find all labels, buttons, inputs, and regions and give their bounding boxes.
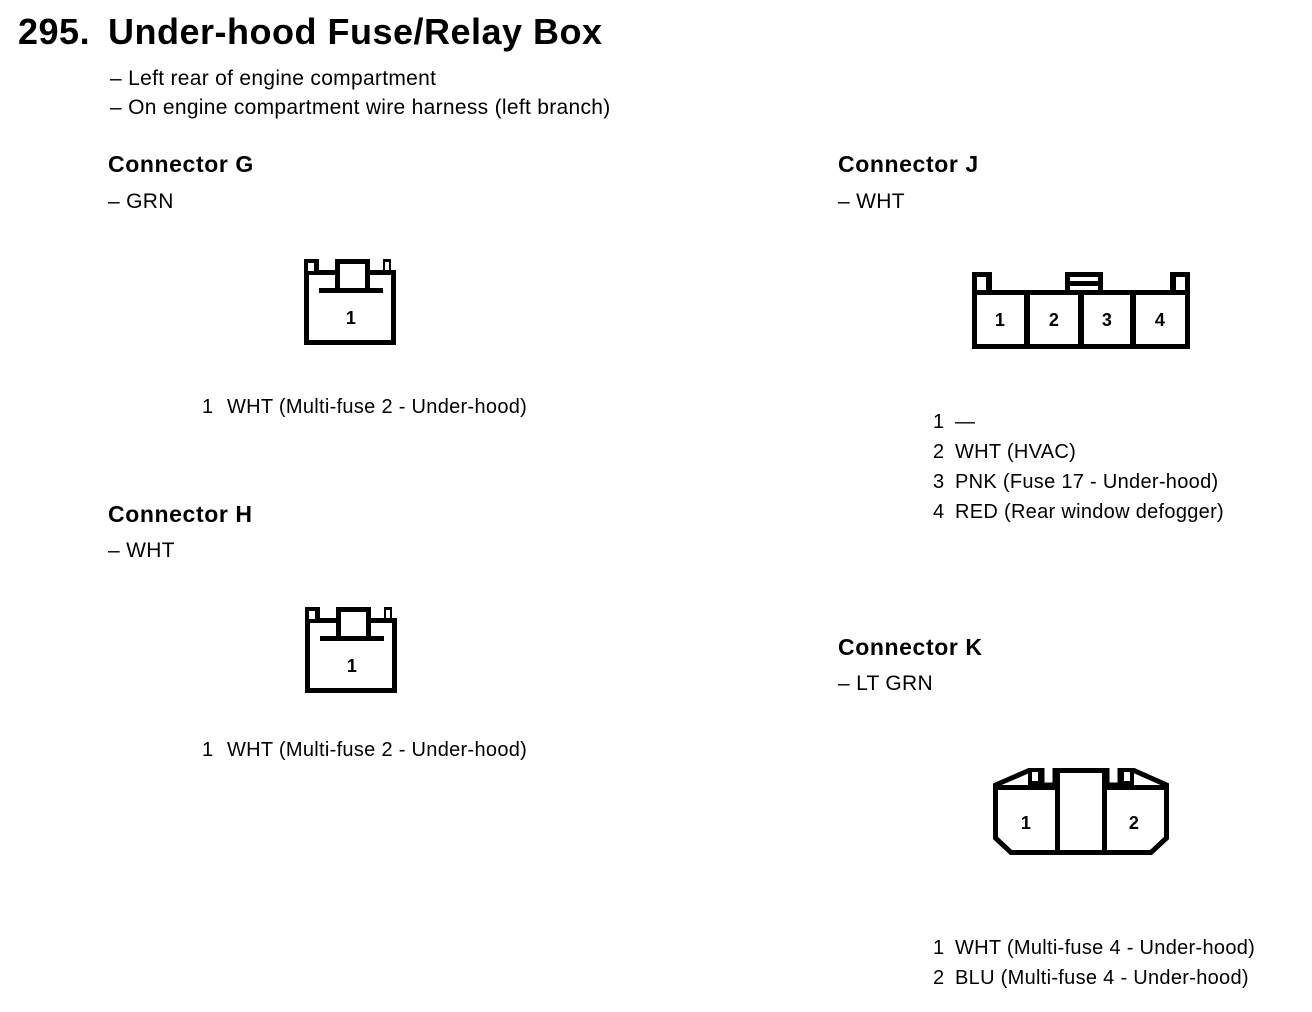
pin-number: 2 — [933, 441, 945, 463]
connector-k-cell-1: 1 — [1021, 813, 1031, 833]
connector-j-pin-row-4: 4 RED (Rear window defogger) — [933, 497, 1224, 527]
pin-desc: — — [955, 411, 976, 433]
pin-number: 1 — [933, 937, 945, 959]
location-note-2: – On engine compartment wire harness (le… — [110, 96, 611, 119]
pin-number: 1 — [202, 396, 214, 418]
pin-desc: BLU (Multi-fuse 4 - Under-hood) — [955, 967, 1249, 989]
pin-desc: RED (Rear window defogger) — [955, 501, 1225, 523]
connector-j-cell-2: 2 — [1049, 310, 1059, 330]
connector-j-heading: Connector J — [838, 151, 979, 177]
pin-number: 2 — [933, 967, 945, 989]
connector-k-pin-row-1: 1 WHT (Multi-fuse 4 - Under-hood) — [933, 933, 1255, 963]
connector-g-diagram: 1 — [304, 259, 396, 345]
pin-desc: WHT (Multi-fuse 2 - Under-hood) — [227, 739, 528, 761]
connector-h-color: – WHT — [108, 539, 175, 562]
connector-h-pin-row: 1 WHT (Multi-fuse 2 - Under-hood) — [202, 738, 527, 762]
connector-g-color: – GRN — [108, 190, 174, 213]
pin-desc: WHT (HVAC) — [955, 441, 1077, 463]
connector-j-diagram: 1 2 3 4 — [972, 272, 1190, 349]
location-notes: – Left rear of engine compartment – On e… — [110, 64, 611, 122]
connector-h-diagram: 1 — [305, 607, 397, 693]
connector-j-pin-row-3: 3 PNK (Fuse 17 - Under-hood) — [933, 467, 1224, 497]
page-title: Under-hood Fuse/Relay Box — [108, 11, 603, 52]
connector-k-pin-row-2: 2 BLU (Multi-fuse 4 - Under-hood) — [933, 963, 1255, 993]
pin-number: 1 — [933, 411, 945, 433]
pin-number: 1 — [202, 739, 214, 761]
connector-h-heading: Connector H — [108, 501, 253, 527]
section-number: 295. — [18, 11, 91, 52]
connector-g-heading: Connector G — [108, 151, 254, 177]
pin-number: 4 — [933, 501, 945, 523]
pin-number: 3 — [933, 471, 945, 493]
connector-k-heading: Connector K — [838, 634, 983, 660]
connector-g-pin-row: 1 WHT (Multi-fuse 2 - Under-hood) — [202, 395, 527, 419]
connector-k-diagram: 1 2 — [993, 768, 1169, 855]
connector-k-color: – LT GRN — [838, 672, 933, 695]
pin-desc: PNK (Fuse 17 - Under-hood) — [955, 471, 1219, 493]
connector-j-cell-4: 4 — [1155, 310, 1165, 330]
connector-j-pin-row-1: 1— — [933, 407, 1224, 437]
pin-desc: WHT (Multi-fuse 4 - Under-hood) — [955, 937, 1256, 959]
connector-j-cell-1: 1 — [995, 310, 1005, 330]
connector-j-color: – WHT — [838, 190, 905, 213]
connector-k-pin-list: 1 WHT (Multi-fuse 4 - Under-hood) 2 BLU (M… — [933, 933, 1255, 993]
connector-g-cell-1: 1 — [346, 308, 356, 328]
connector-k-cell-2: 2 — [1129, 813, 1139, 833]
pin-desc: WHT (Multi-fuse 2 - Under-hood) — [227, 396, 528, 418]
location-note-1: – Left rear of engine compartment — [110, 67, 437, 90]
connector-j-cell-3: 3 — [1102, 310, 1112, 330]
connector-j-pin-row-2: 2 WHT (HVAC) — [933, 437, 1224, 467]
connector-h-cell-1: 1 — [347, 656, 357, 676]
